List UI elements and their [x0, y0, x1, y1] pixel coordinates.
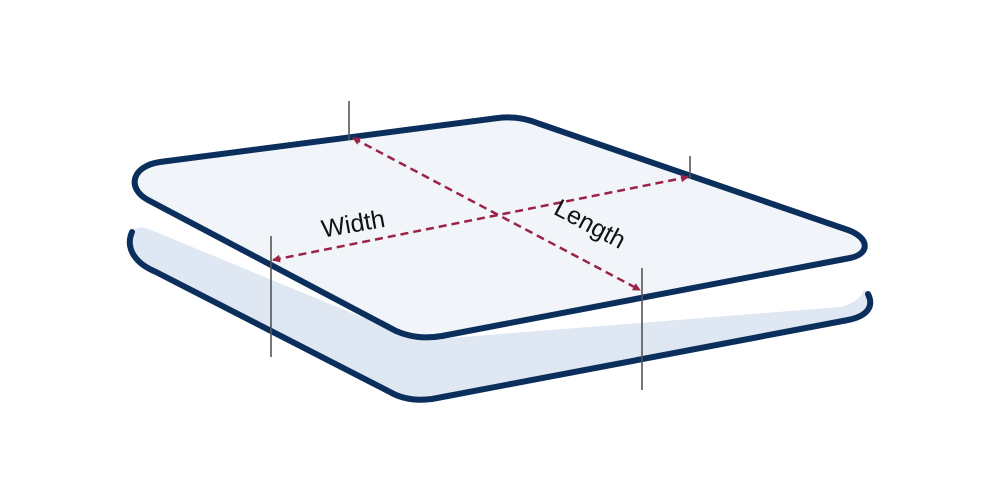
mattress-bottom-edge [126, 229, 874, 403]
length-dimension-arrow [352, 136, 641, 292]
mattress-side [131, 227, 871, 400]
mattress-right-corner-edge [866, 248, 868, 294]
